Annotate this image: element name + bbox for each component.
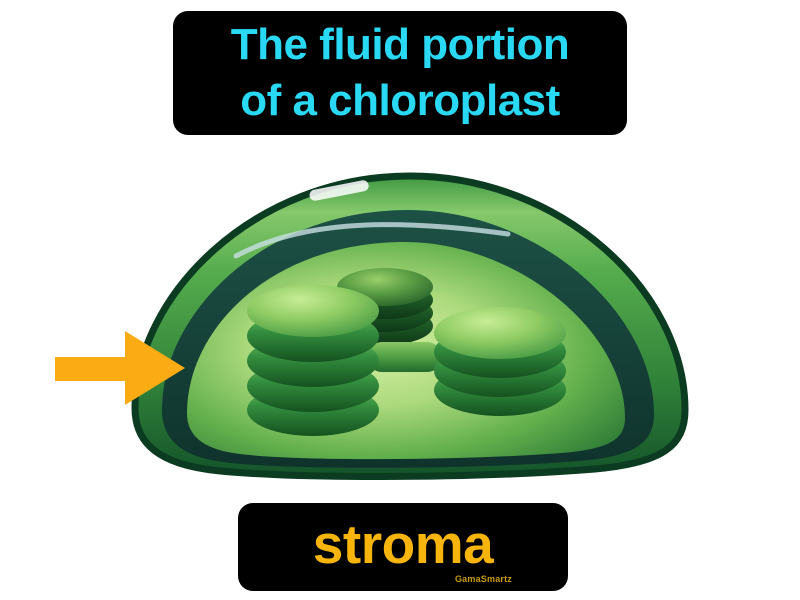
definition-line-2: of a chloroplast <box>240 76 560 125</box>
membrane-highlights <box>195 180 369 241</box>
highlight-dash <box>250 187 276 206</box>
lamella-tube <box>367 342 442 372</box>
highlight-dash <box>195 203 241 241</box>
highlight-dash <box>309 180 369 201</box>
granum-stack-left <box>247 285 379 436</box>
thylakoid-disc <box>434 307 566 359</box>
definition-banner: The fluid portion of a chloroplast <box>173 11 627 135</box>
inner-membrane-highlight <box>233 222 511 259</box>
term-banner: stroma GamaSmartz <box>238 503 568 591</box>
watermark-label: GamaSmartz <box>454 574 512 584</box>
definition-line-1: The fluid portion <box>230 20 570 70</box>
term-label: stroma <box>312 512 494 575</box>
thylakoid-disc <box>247 285 379 337</box>
chloroplast-illustration <box>55 172 689 480</box>
pointer-arrow-icon <box>55 331 185 405</box>
granum-stack-right <box>434 307 566 416</box>
